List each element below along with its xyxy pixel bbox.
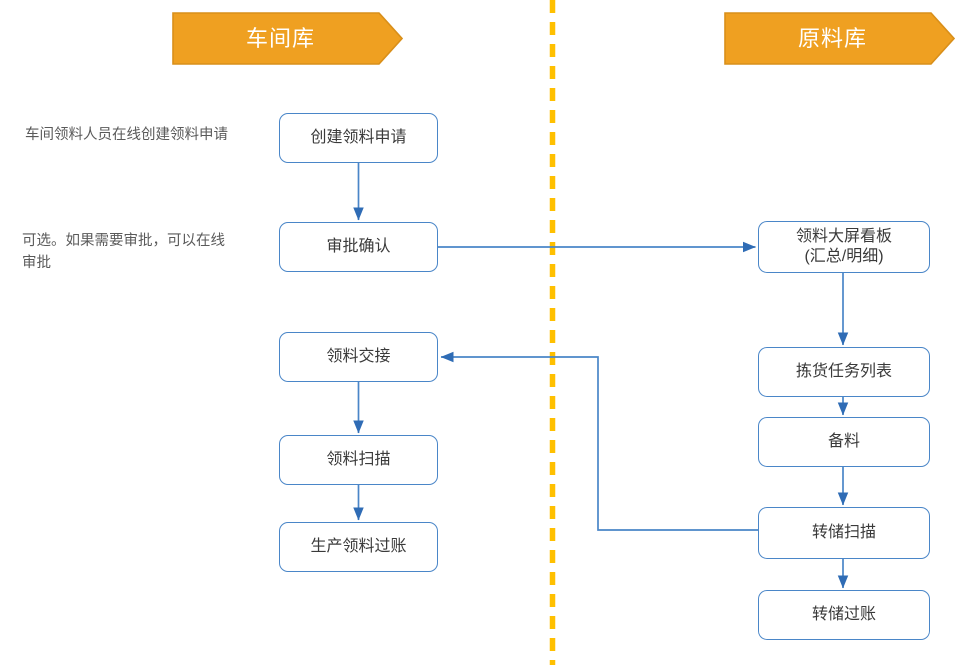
node-label: 领料交接	[326, 348, 391, 366]
node-production-post[interactable]: 生产领料过账	[279, 522, 438, 572]
note-text: 车间领料人员在线创建领料申请	[25, 127, 228, 143]
lane-banner-left: 车间库	[172, 12, 403, 65]
node-label: 领料扫描	[326, 451, 391, 469]
note-approval: 可选。如果需要审批，可以在线审批	[22, 230, 230, 275]
node-material-handover[interactable]: 领料交接	[279, 332, 438, 382]
node-create-request[interactable]: 创建领料申请	[279, 113, 438, 163]
node-label: 转储扫描	[811, 524, 876, 542]
node-label: 领料大屏看板 (汇总/明细)	[795, 228, 892, 265]
node-label: 备料	[827, 433, 860, 451]
node-label: 拣货任务列表	[795, 363, 892, 381]
node-label: 转储过账	[811, 606, 876, 624]
banner-arrow-shape-left	[172, 12, 403, 65]
lane-title-left: 车间库	[245, 25, 315, 51]
node-transfer-scan[interactable]: 转储扫描	[758, 507, 930, 559]
node-pick-task-list[interactable]: 拣货任务列表	[758, 347, 930, 397]
lane-title-right: 原料库	[797, 25, 867, 51]
lane-banner-right: 原料库	[724, 12, 955, 65]
node-dashboard[interactable]: 领料大屏看板 (汇总/明细)	[758, 221, 930, 273]
note-create-request: 车间领料人员在线创建领料申请	[25, 124, 233, 146]
note-text: 可选。如果需要审批，可以在线审批	[22, 233, 225, 272]
node-label: 生产领料过账	[310, 538, 407, 556]
node-prepare[interactable]: 备料	[758, 417, 930, 467]
banner-arrow-shape-right	[724, 12, 955, 65]
node-transfer-post[interactable]: 转储过账	[758, 590, 930, 640]
wire-transferscan-to-handover	[440, 351, 758, 531]
node-approve-confirm[interactable]: 审批确认	[279, 222, 438, 272]
node-label: 创建领料申请	[310, 129, 407, 147]
node-label: 审批确认	[326, 238, 391, 256]
node-material-scan[interactable]: 领料扫描	[279, 435, 438, 485]
